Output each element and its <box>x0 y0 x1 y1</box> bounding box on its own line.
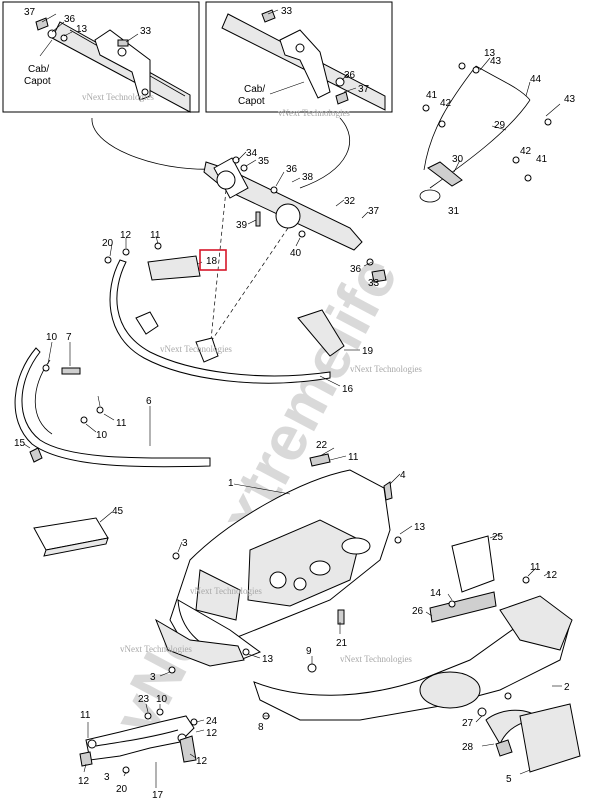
callout-8: 27 <box>462 718 474 729</box>
callout-3c: 3 <box>150 672 156 683</box>
callout-41: 41 <box>426 90 438 101</box>
upper-bracket: 34 35 36 38 32 37 39 40 36 33 <box>203 148 387 289</box>
callout-4: 4 <box>400 470 406 481</box>
callout-13c: 13 <box>484 48 496 59</box>
callout-43b: 43 <box>564 94 576 105</box>
callout-17: 17 <box>152 790 164 800</box>
callout-10: 10 <box>46 332 58 343</box>
callout-11b: 11 <box>116 418 127 429</box>
watermark-small-5: vNext Technologies <box>190 586 262 596</box>
handle-hoop: 20 12 11 18 19 16 vNext Technologies vNe… <box>102 230 422 395</box>
cab-note-right-line2: Capot <box>238 96 265 107</box>
callout-12: 12 <box>120 230 132 241</box>
callout-36c: 36 <box>286 164 298 175</box>
bottom-bracket: 11 23 10 24 12 12 12 3 20 17 <box>78 694 218 801</box>
watermark-small-4: vNext Technologies <box>350 364 422 374</box>
callout-15: 15 <box>14 438 26 449</box>
callout-38: 38 <box>302 172 314 183</box>
callout-22: 22 <box>316 440 328 451</box>
callout-33c: 33 <box>368 278 380 289</box>
callout-32: 32 <box>344 196 356 207</box>
callout-31: 31 <box>448 206 460 217</box>
inset-link-left <box>91 117 223 170</box>
callout-33: 33 <box>140 26 152 37</box>
callout-41b: 41 <box>536 154 548 165</box>
callout-25: 25 <box>492 532 504 543</box>
callout-3: 3 <box>182 538 188 549</box>
callout-27: 28 <box>462 742 474 753</box>
callout-12d: 3 <box>104 772 110 783</box>
callout-34: 34 <box>246 148 258 159</box>
callout-13d: 13 <box>414 522 426 533</box>
callout-11e: 11 <box>80 710 91 721</box>
callout-36: 36 <box>64 14 76 25</box>
callout-11: 11 <box>150 230 161 241</box>
callout-6: 6 <box>146 396 152 407</box>
callout-28: 12 <box>78 776 90 787</box>
callout-45: 45 <box>112 506 124 517</box>
cab-note-right-line1: Cab/ <box>244 84 265 95</box>
callout-5: 5 <box>506 774 512 785</box>
cab-note-left-line1: Cab/ <box>28 64 49 75</box>
callout-20b: 20 <box>116 784 128 795</box>
callout-13e: 13 <box>262 654 274 665</box>
callout-10b: 10 <box>96 430 108 441</box>
watermark-small-7: vNext Technologies <box>120 644 192 654</box>
callout-26: 26 <box>412 606 424 617</box>
callout-24: 24 <box>206 716 218 727</box>
callout-10c: 10 <box>156 694 168 705</box>
callout-37c: 37 <box>368 206 380 217</box>
callout-11c: 11 <box>348 452 359 463</box>
callout-44: 44 <box>530 74 542 85</box>
callout-11d: 11 <box>530 562 541 573</box>
callout-12b: 12 <box>546 570 558 581</box>
watermark-small-6: vNext Technologies <box>340 654 412 664</box>
callout-36b: 36 <box>344 70 356 81</box>
callout-35: 35 <box>258 156 270 167</box>
callout-42: 42 <box>440 98 452 109</box>
cable-assembly: 13 43 44 43 41 42 29 30 42 41 31 <box>419 48 576 217</box>
decal-45: 45 <box>33 506 124 557</box>
callout-18: 18 <box>206 256 218 267</box>
callout-33b: 33 <box>281 6 293 17</box>
callout-12c: 12 <box>206 728 218 739</box>
callout-21: 12 <box>196 756 208 767</box>
callout-37: 37 <box>24 7 36 18</box>
inset-link-right <box>299 117 350 189</box>
inset-left: 37 36 13 33 Cab/ Capot vNext Technologie… <box>2 1 200 113</box>
callout-43: 43 <box>490 56 502 67</box>
callout-9: 9 <box>306 646 312 657</box>
callout-39: 39 <box>236 220 248 231</box>
callout-13: 13 <box>76 24 88 35</box>
callout-37b: 37 <box>358 84 370 95</box>
callout-42b: 42 <box>520 146 532 157</box>
callout-2: 2 <box>564 682 570 693</box>
lower-panels: 25 14 11 12 26 9 2 27 28 5 vNext Technol… <box>120 532 581 785</box>
inset-right: 33 36 37 Cab/ Capot vNext Technologies <box>205 1 393 118</box>
callout-40: 40 <box>290 248 302 259</box>
watermark-small: vNext Technologies <box>82 92 154 102</box>
callout-1: 1 <box>228 478 234 489</box>
callout-16: 16 <box>342 384 354 395</box>
cab-note-left-line2: Capot <box>24 76 51 87</box>
watermark-small-2: vNext Technologies <box>278 108 350 118</box>
front-bumper: 10 7 6 11 10 15 <box>14 332 211 468</box>
callout-14: 14 <box>430 588 442 599</box>
watermark-small-3: vNext Technologies <box>160 344 232 354</box>
callout-29: 29 <box>494 120 506 131</box>
callout-3b: 21 <box>336 638 348 649</box>
callout-23: 23 <box>138 694 150 705</box>
callout-30: 30 <box>452 154 464 165</box>
callout-36d: 36 <box>350 264 362 275</box>
belly-pan: 22 11 4 1 13 3 21 vNext Technologies <box>169 440 426 661</box>
callout-20: 20 <box>102 238 114 249</box>
lower-left-fasteners: 3 13 8 <box>150 648 274 733</box>
callout-3d: 8 <box>258 722 264 733</box>
highlight-box-18 <box>199 249 227 271</box>
callout-19: 19 <box>362 346 374 357</box>
callout-7: 7 <box>66 332 72 343</box>
